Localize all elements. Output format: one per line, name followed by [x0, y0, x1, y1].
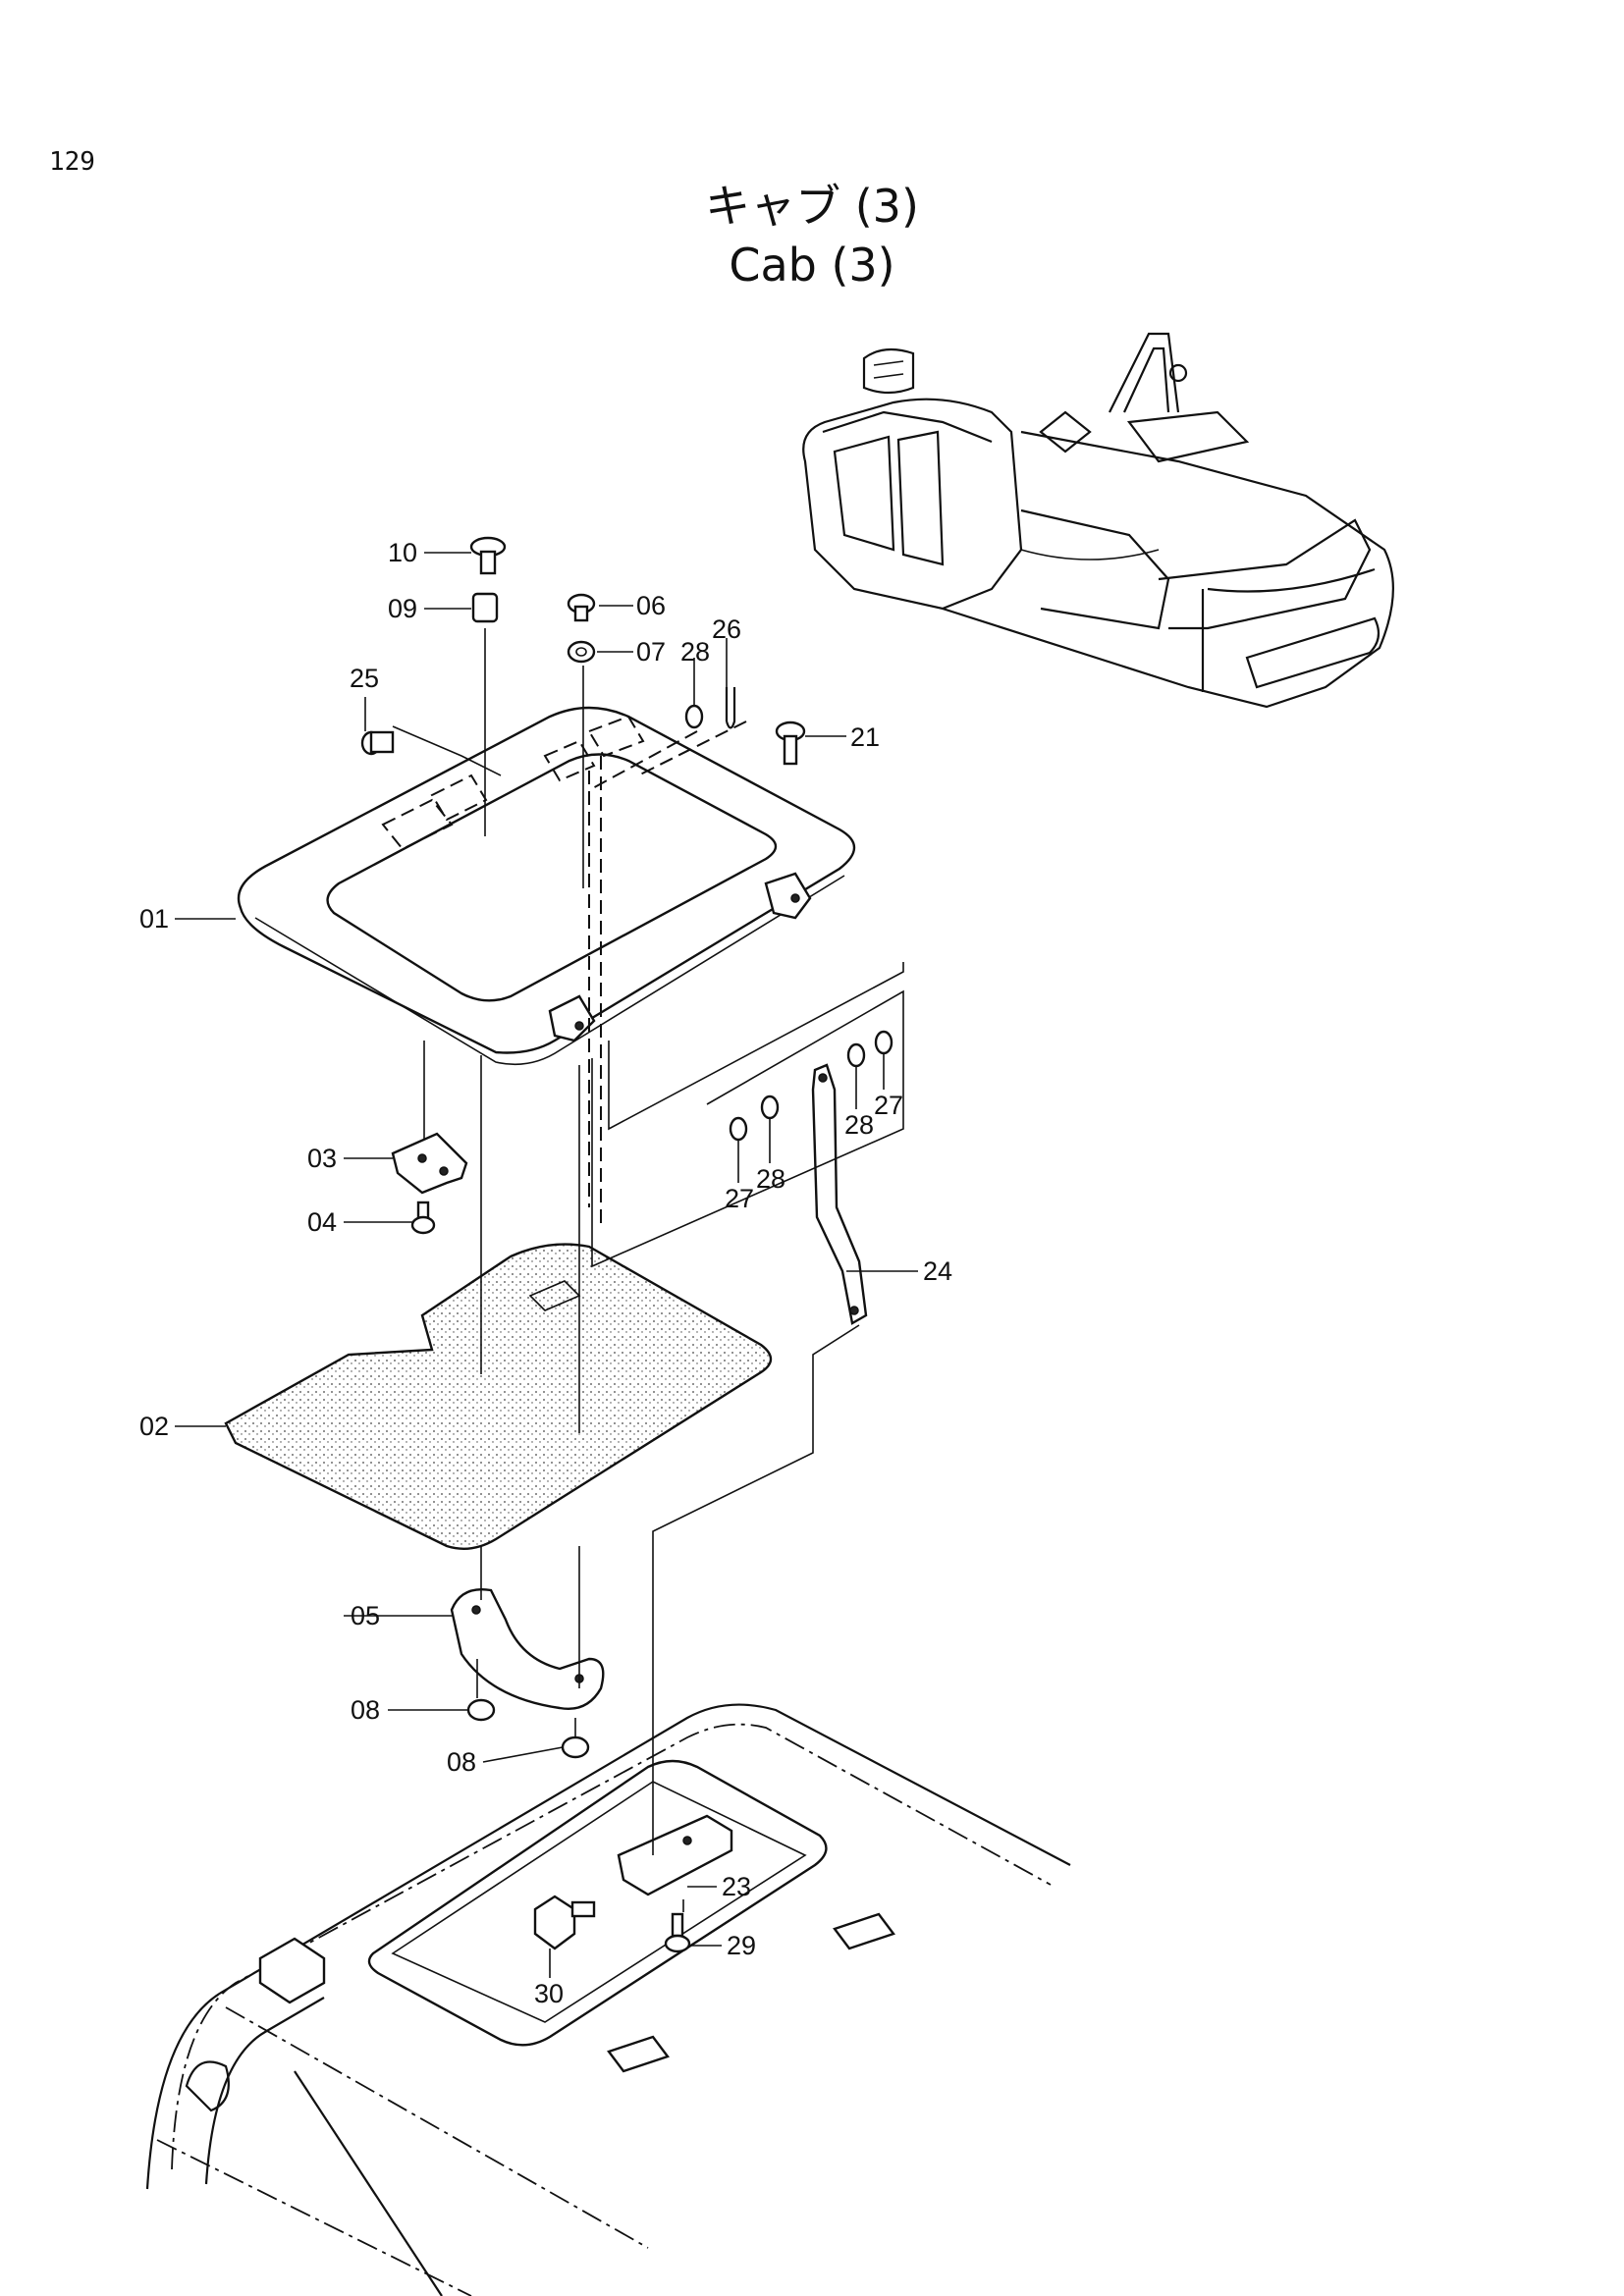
part-05-bracket: [450, 1588, 605, 1710]
part-01-cover-panel: [237, 706, 856, 1066]
callout-03: 03: [307, 1144, 337, 1173]
part-09-collar: [471, 592, 499, 623]
title-japanese: キャブ (3): [705, 180, 919, 233]
callout-01: 01: [139, 904, 169, 934]
part-24-stay: [811, 1063, 868, 1325]
hidden-brackets: [381, 715, 645, 851]
part-30-knob: [533, 1895, 596, 1950]
part-21-bolt: [775, 721, 806, 766]
callout-25: 25: [350, 664, 379, 693]
callout-21: 21: [850, 722, 880, 752]
roof-hatch-opening: [367, 1759, 828, 2047]
callout-28-top: 28: [680, 637, 710, 667]
title-block: キャブ (3) Cab (3): [0, 177, 1624, 294]
callout-10: 10: [388, 538, 417, 567]
part-01-hinge-right: [764, 872, 812, 920]
part-03-plate: [391, 1132, 468, 1195]
callout-28-mid: 28: [756, 1164, 785, 1194]
callout-07: 07: [636, 637, 666, 667]
part-28-washer-top: [684, 704, 704, 729]
part-04-bolt: [410, 1201, 436, 1235]
assembly-lines: [392, 628, 904, 1912]
part-02-floor-mat: [224, 1243, 773, 1550]
callout-04: 04: [307, 1207, 337, 1237]
callout-27-right: 27: [874, 1091, 903, 1120]
part-08-nut-left: [466, 1698, 496, 1722]
part-27-28-washers: [729, 1030, 893, 1142]
rubber-pads: [607, 1912, 895, 2073]
part-25-pin: [360, 730, 395, 756]
callout-30: 30: [534, 1979, 564, 2008]
callout-08-right: 08: [447, 1747, 476, 1777]
callout-29: 29: [727, 1931, 756, 1960]
title-english: Cab (3): [729, 239, 895, 292]
part-23-lock-bracket: [617, 1814, 733, 1896]
callout-02: 02: [139, 1412, 169, 1441]
excavator-overview-illustration: [802, 332, 1394, 709]
cab-roof-frame: [145, 1703, 1071, 2296]
callout-06: 06: [636, 591, 666, 620]
part-10-bolt: [469, 536, 507, 575]
callout-28-right: 28: [844, 1110, 874, 1140]
part-26-split-pin: [725, 687, 736, 729]
callout-24: 24: [923, 1256, 952, 1286]
part-08-nut-right: [561, 1735, 590, 1759]
callout-09: 09: [388, 594, 417, 623]
callout-26: 26: [712, 614, 741, 644]
callout-23: 23: [722, 1872, 751, 1901]
leader-lines: [175, 552, 918, 1978]
callout-08-left: 08: [351, 1695, 380, 1725]
callout-05: 05: [351, 1601, 380, 1630]
page-number: 129: [49, 147, 95, 177]
part-01-hinge-left: [548, 994, 596, 1042]
callout-labels: 10 09 06 07 28 26 25 21 01 02 03 04 05 0…: [139, 538, 952, 2008]
part-07-nut: [567, 640, 596, 664]
part-29-screw: [664, 1912, 691, 1953]
part-06-screw: [567, 593, 596, 622]
callout-27-left: 27: [725, 1184, 754, 1213]
